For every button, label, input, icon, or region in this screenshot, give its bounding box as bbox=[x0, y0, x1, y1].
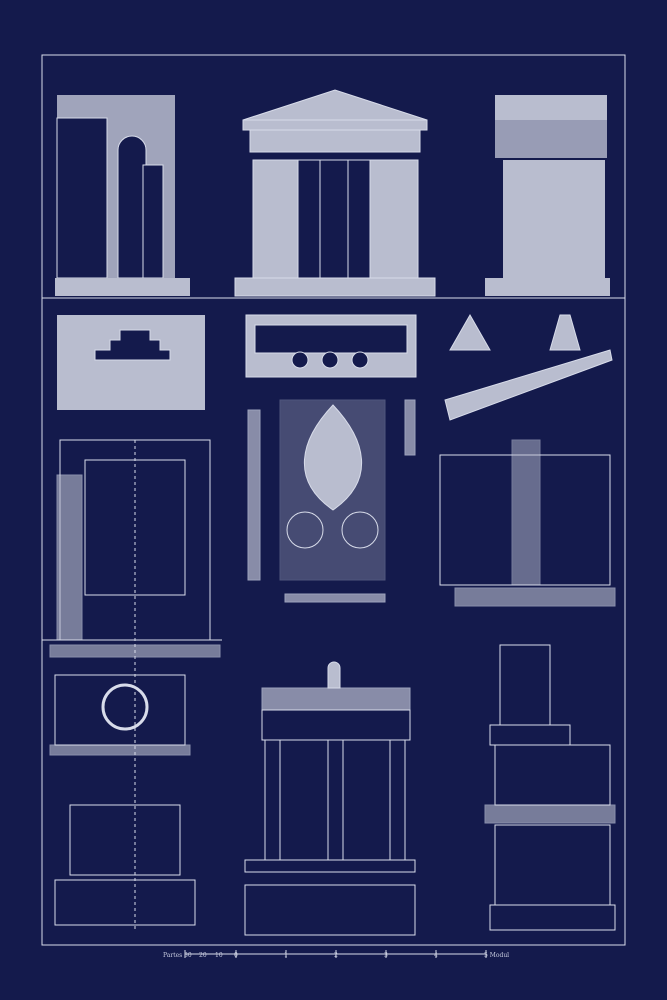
pier-section-left bbox=[49, 439, 221, 930]
scale-tick: 20 bbox=[199, 952, 207, 959]
column-entablature-right bbox=[439, 439, 616, 931]
scale-tick: 30 bbox=[184, 952, 192, 959]
scale-tick: 2 bbox=[334, 952, 338, 959]
corner-elevation-right bbox=[485, 95, 610, 296]
corner-elevation-left bbox=[55, 95, 190, 296]
scale-bar bbox=[184, 950, 487, 958]
plate-border bbox=[41, 54, 626, 946]
scale-tick: 4 bbox=[434, 952, 438, 959]
scale-tick: 3 bbox=[384, 952, 388, 959]
stepped-base-section bbox=[57, 315, 205, 410]
temple-front-elevation bbox=[234, 89, 436, 297]
coffered-ceiling-plan bbox=[245, 314, 417, 378]
scale-prefix: Partes bbox=[163, 952, 183, 959]
palmette-acroterion bbox=[247, 399, 416, 603]
scale-tick: 10 bbox=[215, 952, 223, 959]
monument-elevation bbox=[244, 661, 416, 936]
scale-tick: 1 bbox=[284, 952, 288, 959]
roof-tile-details bbox=[444, 313, 613, 421]
scale-suffix: 5 Modul bbox=[484, 952, 510, 959]
scale-tick: 0 bbox=[234, 952, 238, 959]
